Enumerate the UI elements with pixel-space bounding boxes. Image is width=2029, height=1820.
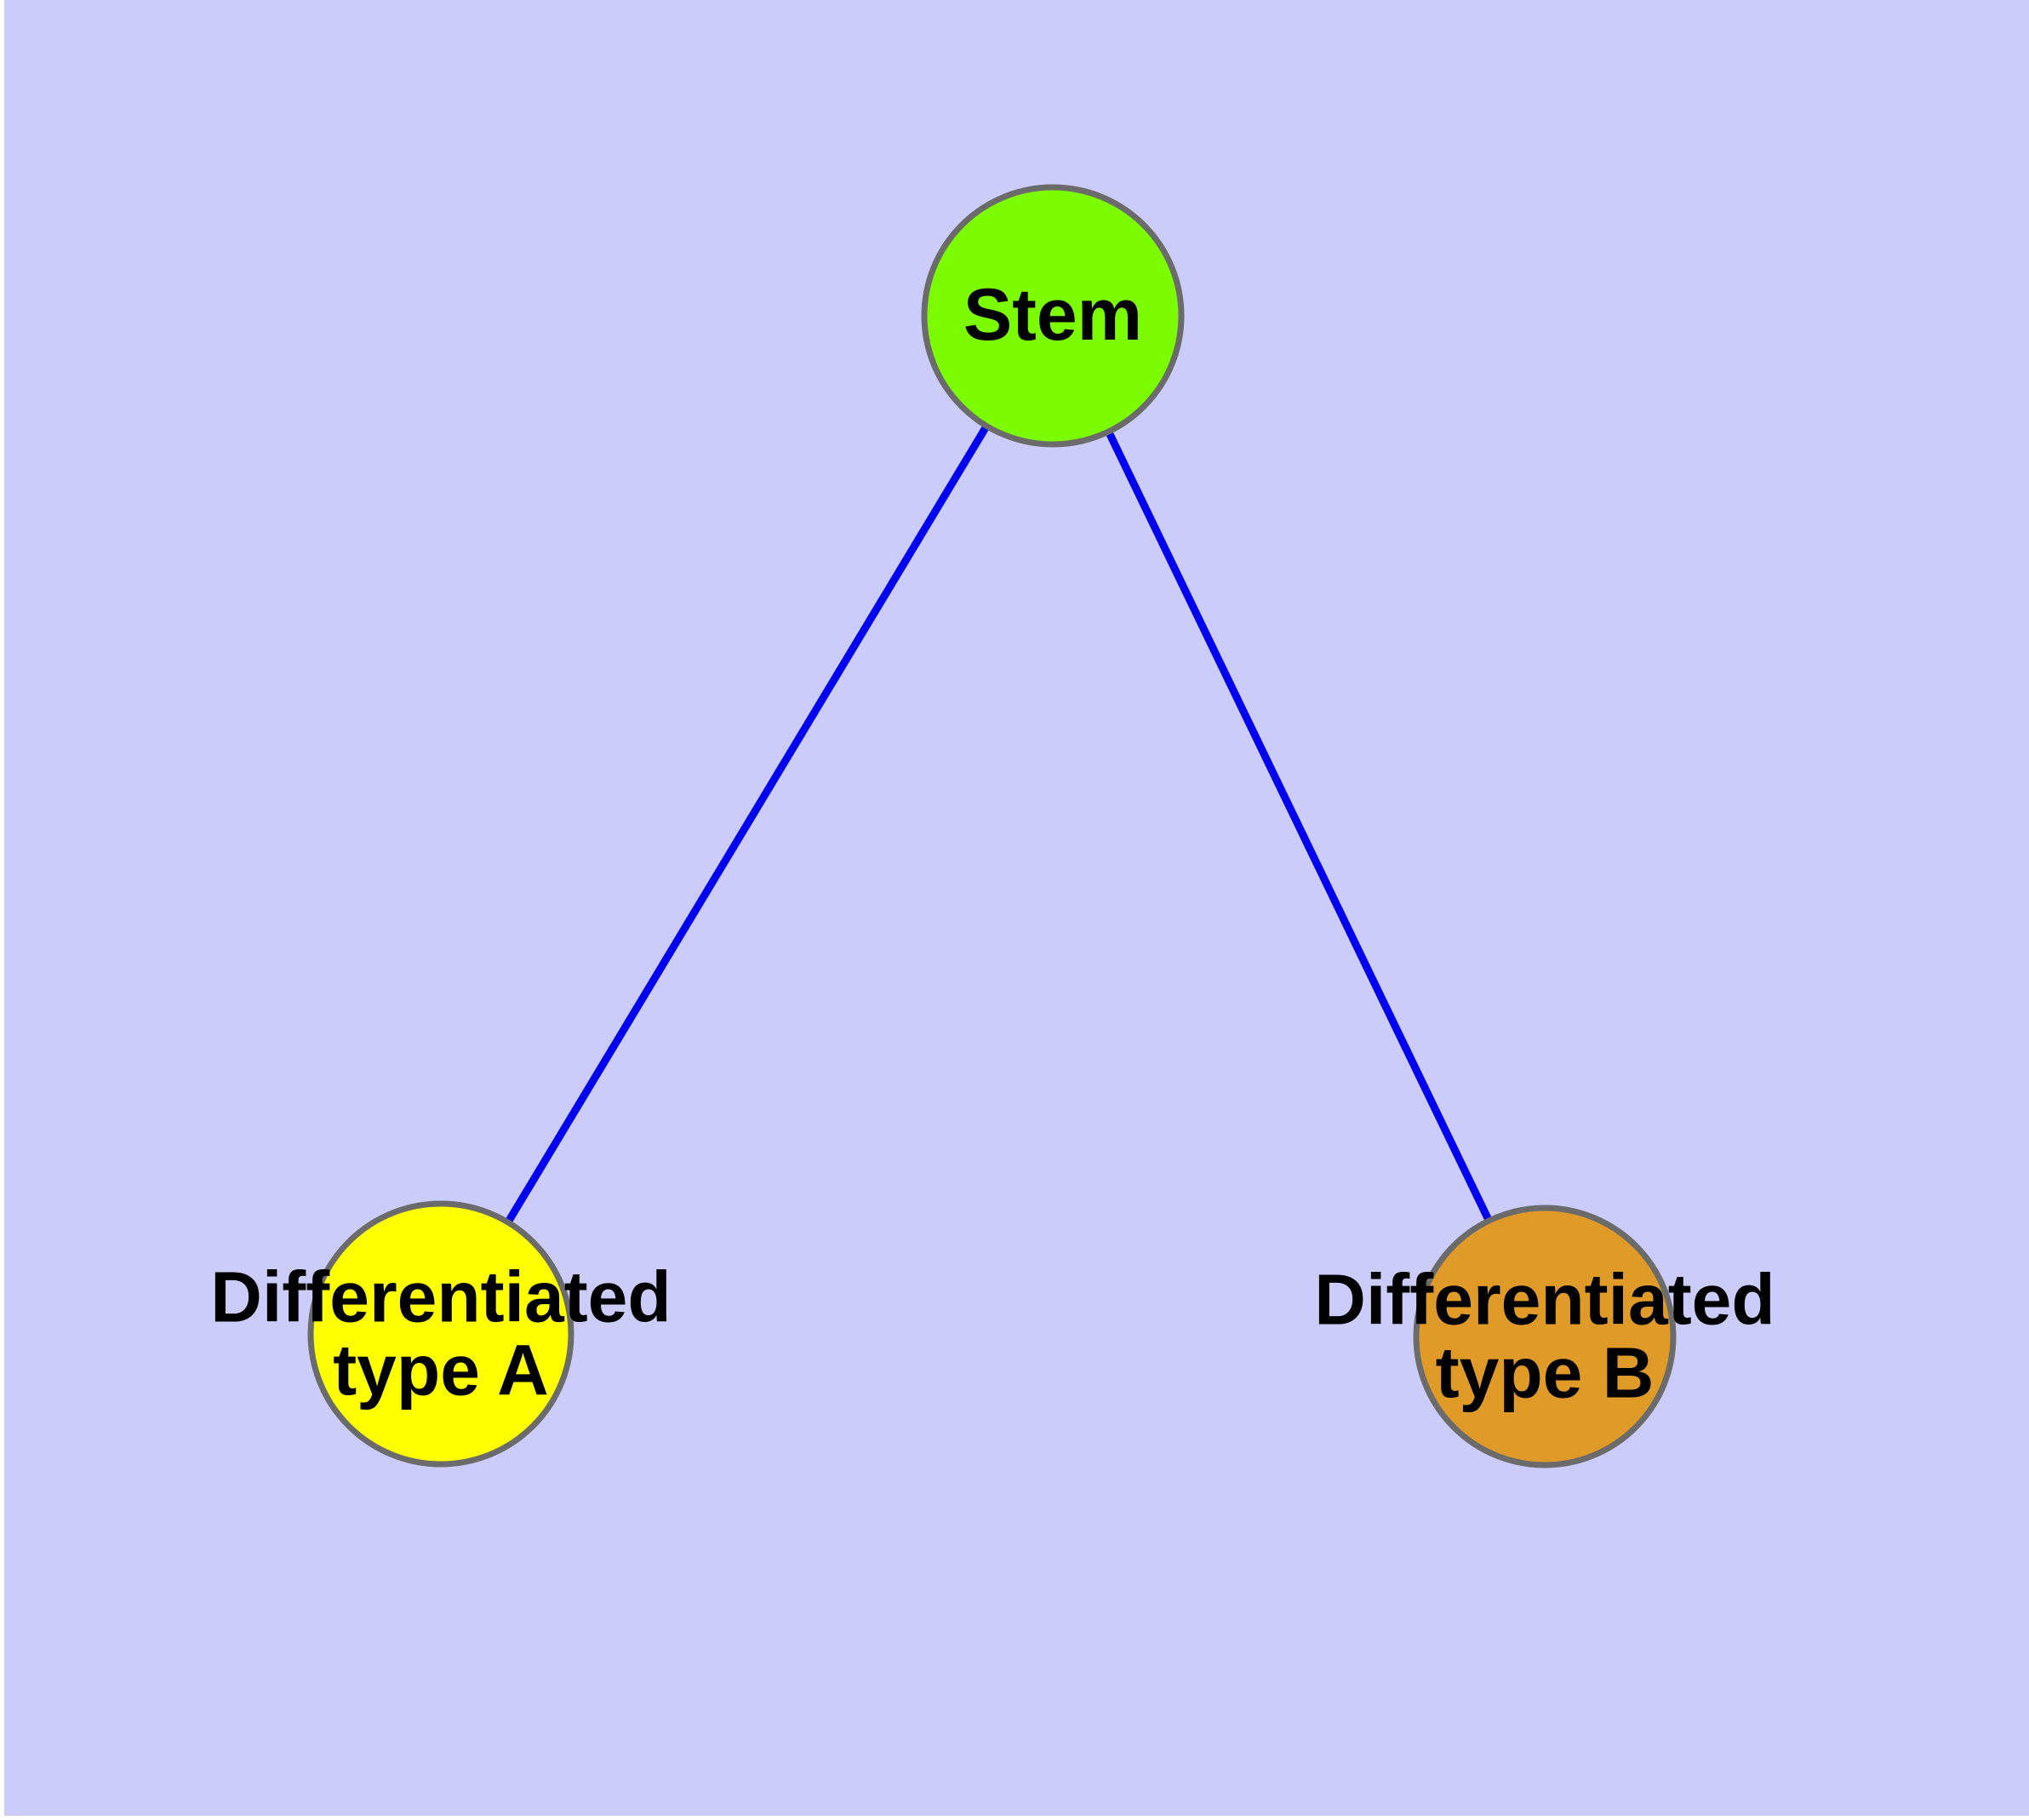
graph-node-diff_a[interactable] xyxy=(307,1200,574,1468)
graph-node-diff_b[interactable] xyxy=(1413,1205,1677,1468)
node-layer xyxy=(307,184,1677,1468)
graph-svg xyxy=(307,184,1677,1468)
edge-layer xyxy=(437,313,1549,1338)
graph-node-stem[interactable] xyxy=(921,184,1185,448)
graph-edge[interactable] xyxy=(437,313,1056,1336)
graph-edge[interactable] xyxy=(1049,314,1549,1338)
